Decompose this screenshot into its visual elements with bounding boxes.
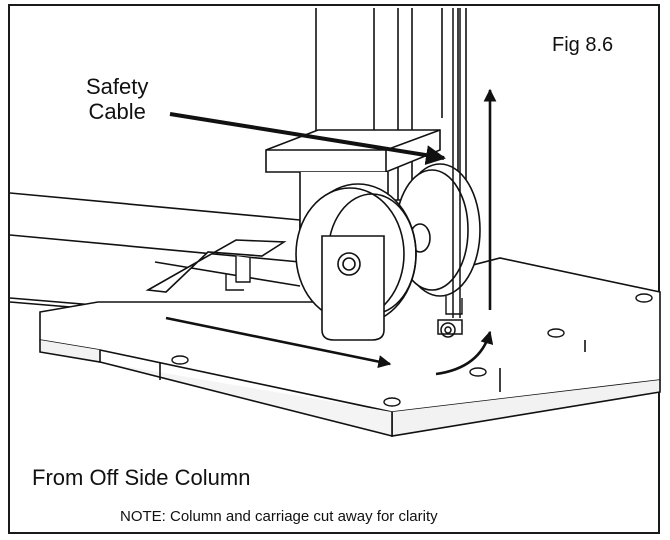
column	[315, 8, 467, 202]
caption-panel	[10, 440, 658, 532]
bolt-holes	[171, 293, 653, 407]
curved-arrow	[435, 330, 494, 376]
figure-label: Fig 8.6	[552, 34, 614, 56]
cable-end-fitting	[437, 319, 463, 338]
callout-arrow	[169, 112, 446, 166]
figure-note: NOTE: Column and carriage cut away for c…	[120, 508, 438, 525]
callout-line-1: Safety	[86, 74, 149, 99]
axle-bracket	[321, 235, 385, 341]
cable-clips	[225, 256, 463, 315]
callout-line-2: Cable	[88, 99, 146, 124]
safety-cable-callout: Safety Cable	[86, 74, 148, 124]
cable-guide	[145, 239, 287, 293]
horizontal-arrow	[165, 316, 392, 369]
motion-arrows	[165, 88, 497, 376]
safety-cable	[452, 8, 461, 318]
figure-caption: From Off Side Column	[32, 465, 251, 490]
